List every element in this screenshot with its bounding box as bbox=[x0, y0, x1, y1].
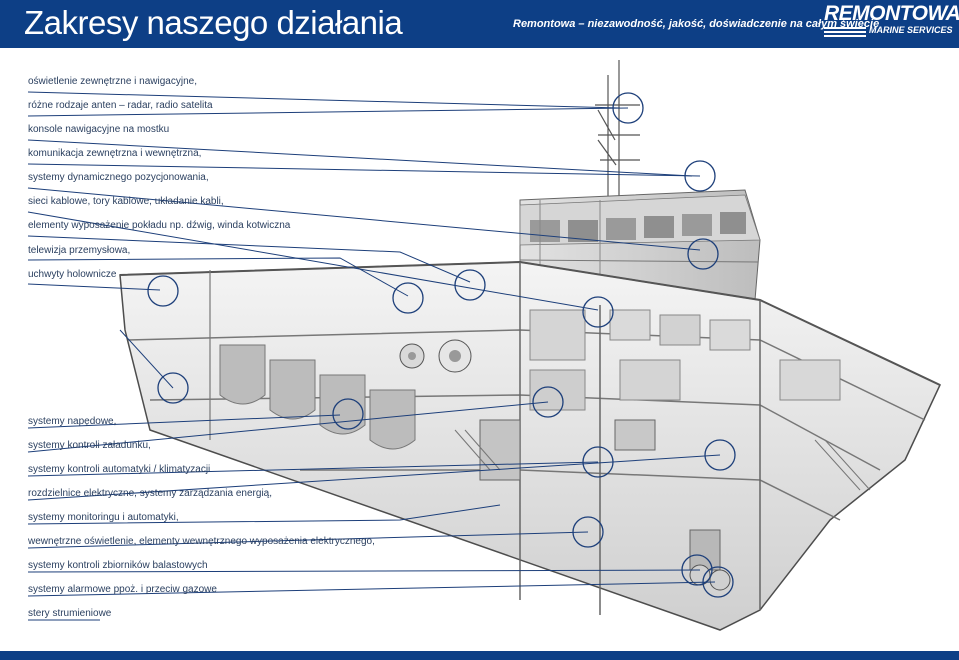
label-dynamic-positioning: systemy dynamicznego pozycjonowania, bbox=[28, 172, 209, 183]
logo-wordmark: REMONTOWA bbox=[824, 2, 959, 25]
label-thrusters: stery strumieniowe bbox=[28, 608, 112, 619]
callout-markers bbox=[147, 92, 736, 598]
header-tagline: Remontowa – niezawodność, jakość, doświa… bbox=[513, 18, 880, 30]
ship-hull bbox=[119, 260, 941, 631]
logo-stripes-icon bbox=[824, 27, 866, 37]
footer-bar bbox=[0, 651, 959, 660]
label-towing-hooks: uchwyty holownicze bbox=[28, 269, 117, 280]
label-loading-control: systemy kontroli załadunku, bbox=[28, 440, 151, 451]
label-monitoring: systemy monitoringu i automatyki, bbox=[28, 512, 179, 523]
label-antennas: różne rodzaje anten – radar, radio satel… bbox=[28, 100, 213, 111]
label-cctv: telewizja przemysłowa, bbox=[28, 245, 131, 256]
logo-subtitle: MARINE SERVICES bbox=[869, 25, 953, 35]
label-automation-hvac: systemy kontroli automatyki / klimatyzac… bbox=[28, 464, 211, 475]
label-fire-gas-alarm: systemy alarmowe ppoż. i przeciw gazowe bbox=[28, 584, 217, 595]
label-external-lighting: oświetlenie zewnętrzne i nawigacyjne, bbox=[28, 76, 197, 87]
page-title: Zakresy naszego działania bbox=[24, 4, 403, 41]
label-bridge-consoles: konsole nawigacyjne na mostku bbox=[28, 124, 170, 135]
label-deck-equipment: elementy wyposażenie pokładu np. dźwig, … bbox=[28, 220, 291, 231]
header-bar: Zakresy naszego działania Remontowa – ni… bbox=[0, 0, 959, 48]
label-ballast-control: systemy kontroli zbiorników balastowych bbox=[28, 560, 208, 571]
label-internal-lighting: wewnętrzne oświetlenie, elementy wewnętr… bbox=[28, 536, 375, 547]
label-switchboards: rozdzielnice elektryczne, systemy zarząd… bbox=[28, 488, 272, 499]
label-propulsion: systemy napędowe, bbox=[28, 416, 117, 427]
callout-lines bbox=[27, 91, 721, 621]
remontowa-logo[interactable]: REMONTOWA MARINE SERVICES bbox=[824, 2, 959, 44]
label-communication: komunikacja zewnętrzna i wewnętrzna, bbox=[28, 148, 202, 159]
label-cable-networks: sieci kablowe, tory kablowe, układanie k… bbox=[28, 196, 224, 207]
ship-mast bbox=[595, 60, 640, 200]
